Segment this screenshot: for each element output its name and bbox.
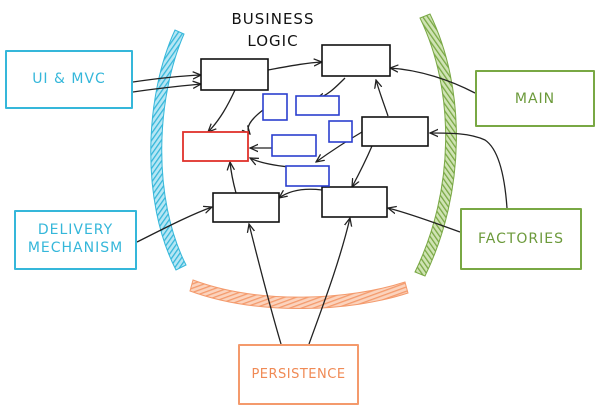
delivery-mechanism-box — [14, 210, 137, 270]
blue-box-3 — [328, 120, 353, 143]
persistence-label: PERSISTENCE — [251, 367, 346, 382]
cyan-boundary-band — [150, 29, 187, 271]
persistence-box — [238, 344, 359, 405]
black-box-top-right — [321, 44, 391, 77]
black-box-middle-right — [361, 116, 429, 147]
blue-box-1 — [262, 93, 288, 121]
title-line-1: BUSINESS — [231, 10, 315, 28]
delivery-line-2: MECHANISM — [27, 240, 124, 256]
red-box — [182, 131, 249, 162]
delivery-line-1: DELIVERY — [37, 222, 114, 238]
delivery-mechanism-label: DELIVERY MECHANISM — [14, 221, 137, 257]
blue-box-5 — [285, 165, 330, 187]
black-box-top-left — [200, 58, 269, 91]
black-box-bottom-right — [321, 186, 388, 218]
business-logic-title: BUSINESS LOGIC — [218, 8, 328, 52]
ui-mvc-label: UI & MVC — [32, 71, 106, 87]
ui-mvc-box — [5, 50, 133, 109]
blue-box-4 — [271, 134, 317, 157]
factories-label: FACTORIES — [477, 231, 565, 247]
blue-box-2 — [295, 95, 340, 116]
factories-box — [460, 208, 582, 270]
main-box — [475, 70, 595, 127]
black-box-bottom-left — [212, 192, 280, 223]
title-line-2: LOGIC — [247, 32, 299, 50]
main-label: MAIN — [514, 91, 556, 107]
orange-boundary-band — [189, 279, 409, 309]
